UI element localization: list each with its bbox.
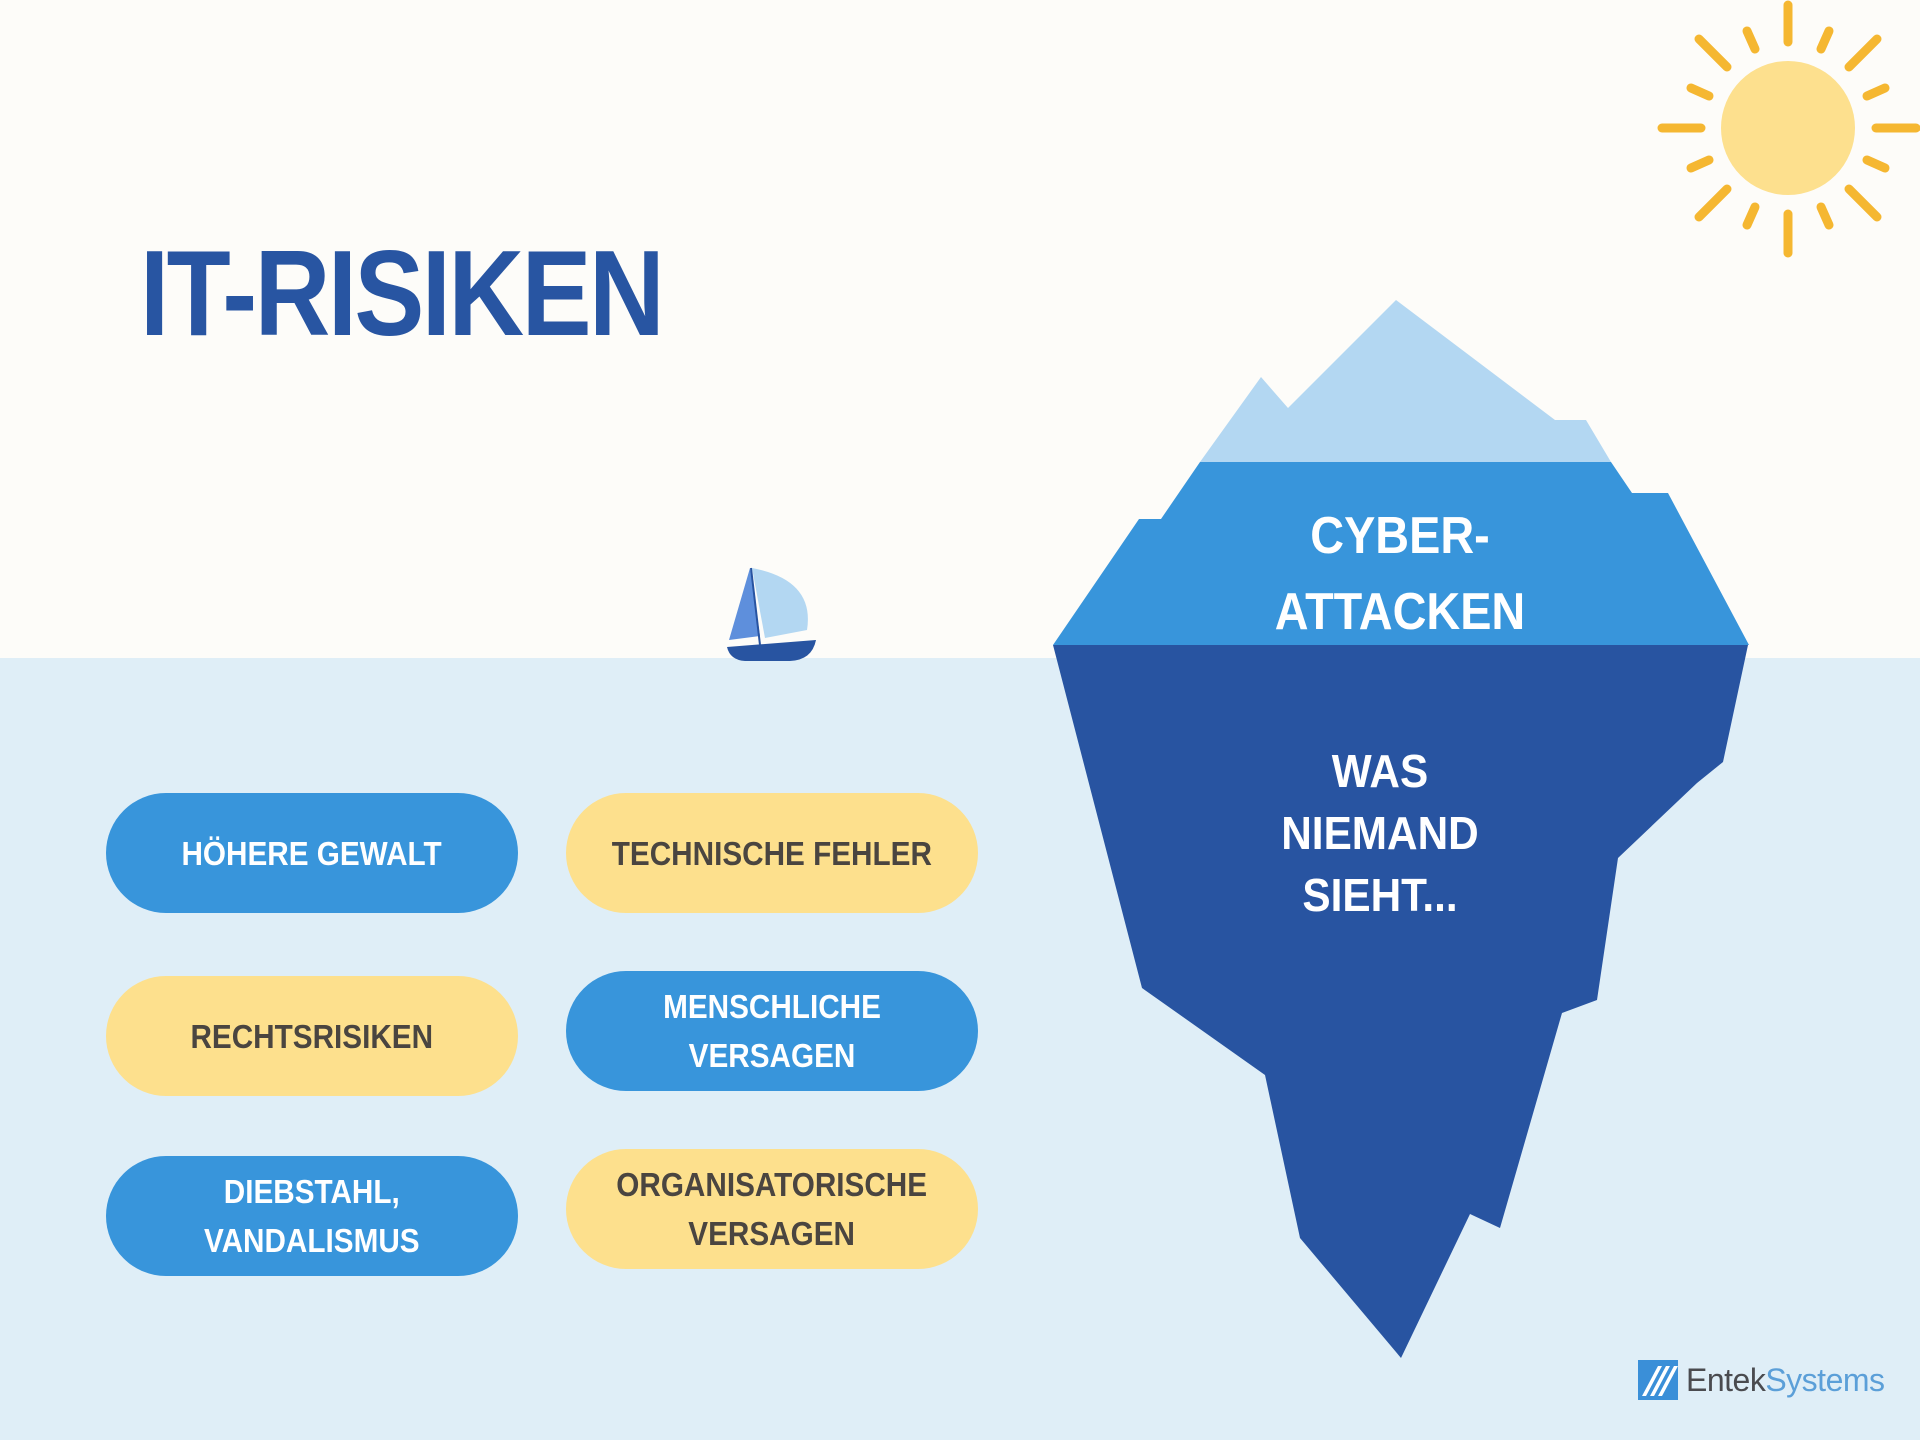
entek-logo-icon (1638, 1360, 1678, 1400)
iceberg-visible-line-2: ATTACKEN (1274, 583, 1526, 641)
iceberg-hidden-label: WAS NIEMAND SIEHT... (1242, 740, 1518, 926)
risk-pill-organisatorische-versagen: ORGANISATORISCHE VERSAGEN (566, 1149, 978, 1269)
logo-wordmark: EntekSystems (1686, 1362, 1885, 1399)
risk-label: ORGANISATORISCHE VERSAGEN (616, 1166, 928, 1252)
logo-brand-part-2: Systems (1765, 1361, 1885, 1398)
risk-label: DIEBSTAHL, VANDALISMUS (204, 1173, 420, 1259)
iceberg-underwater (1053, 645, 1748, 1358)
iceberg-hidden-line-1: WAS (1331, 745, 1429, 797)
sun-icon (1657, 0, 1920, 258)
iceberg-tip (1200, 300, 1611, 462)
page-title: IT-RISIKEN (140, 225, 665, 361)
risk-label: RECHTSRISIKEN (190, 1017, 434, 1055)
risk-label: TECHNISCHE FEHLER (611, 834, 933, 872)
risk-pill-rechtsrisiken: RECHTSRISIKEN (106, 976, 518, 1096)
risk-label: HÖHERE GEWALT (181, 834, 443, 872)
risk-label: MENSCHLICHE VERSAGEN (663, 988, 881, 1074)
risk-pill-menschliche-versagen: MENSCHLICHE VERSAGEN (566, 971, 978, 1091)
logo-brand-part-1: Entek (1686, 1361, 1766, 1398)
entek-systems-logo: EntekSystems (1638, 1360, 1885, 1400)
iceberg-hidden-line-3: SIEHT... (1302, 869, 1458, 921)
risk-pill-technische-fehler: TECHNISCHE FEHLER (566, 793, 978, 913)
risk-pill-diebstahl-vandalismus: DIEBSTAHL, VANDALISMUS (106, 1156, 518, 1276)
sailboat-icon (727, 567, 816, 661)
iceberg-visible-line-1: CYBER- (1310, 507, 1490, 565)
risk-pill-hoehere-gewalt: HÖHERE GEWALT (106, 793, 518, 913)
iceberg-hidden-line-2: NIEMAND (1281, 807, 1479, 859)
iceberg-mid (1053, 462, 1749, 645)
iceberg-illustration (1053, 300, 1749, 1358)
iceberg-visible-label: CYBER- ATTACKEN (1256, 498, 1544, 650)
